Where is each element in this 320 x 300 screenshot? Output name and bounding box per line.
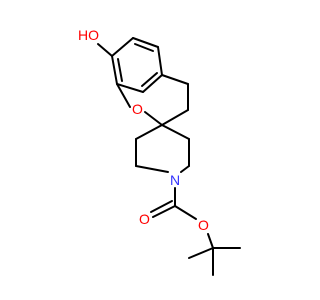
bond	[188, 247, 214, 259]
bond-c-o	[174, 205, 197, 220]
bond	[116, 83, 144, 93]
bond	[111, 37, 134, 57]
molecule-diagram: HO O N O O	[78, 27, 241, 276]
double-bond-inner	[141, 72, 158, 87]
bond-c-n	[180, 165, 190, 173]
carbonyl-bond	[152, 205, 176, 218]
double-bond-inner	[117, 58, 123, 82]
structure-canvas: HO O N O O	[78, 27, 241, 276]
bond	[161, 74, 189, 85]
benzene-ring	[111, 37, 163, 93]
bond	[161, 109, 189, 126]
bond-o-c	[207, 233, 214, 249]
bond	[132, 37, 159, 48]
carbonyl-bond	[150, 200, 173, 213]
bond-c-o	[144, 111, 163, 126]
bond-o-c	[116, 83, 131, 108]
pyran-ring	[116, 74, 189, 126]
tert-butyl-group	[188, 247, 241, 276]
hydroxyl-label: HO	[78, 27, 99, 43]
piperidine-ring	[135, 124, 190, 173]
double-bond-inner	[134, 43, 154, 52]
bond	[142, 74, 163, 93]
bond	[111, 55, 118, 85]
bond	[161, 124, 190, 140]
bond-c-oh	[97, 43, 113, 57]
bond	[157, 46, 163, 76]
ester-oxygen-label: O	[198, 217, 209, 233]
bond-n-c	[135, 165, 169, 173]
nitrogen-label: N	[170, 172, 180, 188]
bond	[135, 124, 163, 140]
carbonyl-oxygen-label: O	[139, 211, 150, 227]
ring-oxygen-label: O	[132, 101, 143, 117]
